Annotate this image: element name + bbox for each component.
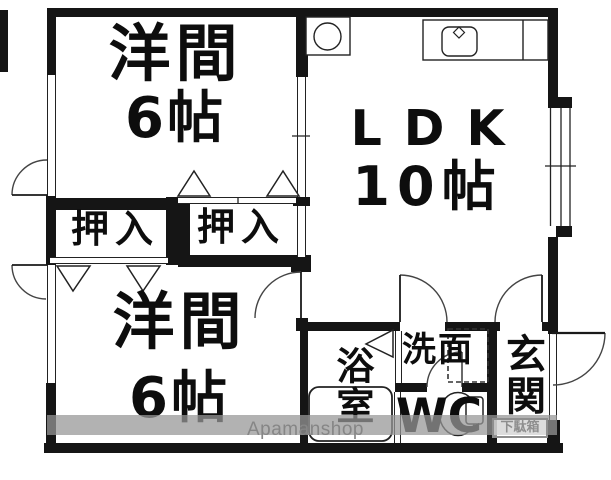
window-left-upper — [47, 75, 56, 196]
wall-thin-bath-washroom — [395, 331, 402, 383]
wall-left-mid — [46, 195, 56, 265]
watermark-text: Apamanshop — [247, 419, 364, 440]
room-name: 洋間 — [112, 285, 247, 358]
wall-closet-right-bottom — [178, 255, 311, 267]
entrance-doorway-jamb — [549, 334, 557, 383]
room-name: 洋間 — [108, 17, 243, 90]
faucet-icon — [452, 26, 466, 39]
folding-door-icon — [265, 169, 301, 197]
door-arc-entrance-hall — [494, 274, 543, 323]
room-size: 6帖 — [125, 86, 226, 152]
bath-folding-door-icon — [364, 328, 394, 359]
door-arc-front-door — [552, 332, 606, 386]
wall-divider-junction1 — [293, 197, 310, 206]
wall-divider-top — [296, 17, 308, 77]
door-arc-left-top — [11, 159, 48, 196]
wall-bath-left — [300, 331, 308, 443]
room-label-entrance: 玄関 — [499, 333, 545, 417]
closet-right-doors — [178, 197, 296, 204]
room-size: 10帖 — [352, 155, 503, 219]
stove-place-icon — [305, 16, 351, 56]
window-entrance-side — [549, 383, 557, 420]
wall-left-top — [47, 8, 56, 75]
wall-entrance-left — [487, 322, 497, 443]
window-ldk-right — [545, 108, 576, 226]
folding-door-icons — [55, 169, 394, 359]
room-label-western-bottom: 洋間 6帖 — [62, 289, 297, 429]
kitchen-counter — [422, 19, 549, 61]
door-arc-left-bottom — [11, 264, 47, 300]
door-arc-wc — [426, 351, 463, 388]
room-label-washroom: 洗面 — [402, 330, 474, 370]
folding-door-icon — [176, 169, 212, 197]
window-stub-top — [556, 97, 572, 108]
window-left-lower — [47, 265, 56, 383]
room-name: LDK — [350, 100, 527, 157]
room-label-bath: 浴室 — [329, 346, 374, 426]
wall-right-top — [548, 17, 558, 108]
wall-bottom — [44, 443, 563, 453]
wall-ldk-bottom-2 — [445, 322, 500, 331]
wall-stub-exterior — [0, 10, 8, 72]
room-label-ldk: LDK 10帖 — [320, 103, 535, 216]
door-arc-washroom — [399, 274, 448, 323]
closet-left-doors — [50, 257, 168, 264]
washing-machine-space — [447, 328, 489, 383]
wall-right-mid — [548, 237, 558, 334]
watermark-band — [47, 415, 557, 435]
window-stub-bottom — [556, 226, 572, 237]
door-arc-bottom-room — [254, 271, 302, 319]
folding-door-icon — [55, 265, 92, 293]
closet-label-left: 押入 — [70, 207, 159, 251]
wall-ldk-bottom-1 — [296, 322, 400, 331]
closet-label-right: 押入 — [196, 205, 285, 249]
wall-thin-closet-ldk — [297, 206, 306, 257]
wall-top — [47, 8, 558, 17]
shoe-cabinet-label: 下駄箱 — [492, 418, 548, 438]
folding-door-icon — [125, 265, 162, 293]
door-leaves — [12, 194, 605, 387]
wall-washroom-wc-b — [462, 383, 490, 392]
room-label-western-top: 洋間 6帖 — [58, 21, 293, 149]
sliding-door-room-ldk — [297, 77, 306, 197]
wall-washroom-wc-a — [395, 383, 427, 392]
door-arcs — [11, 159, 606, 388]
wall-closet-left-top — [50, 198, 178, 210]
wall-left-bottom — [46, 383, 56, 445]
